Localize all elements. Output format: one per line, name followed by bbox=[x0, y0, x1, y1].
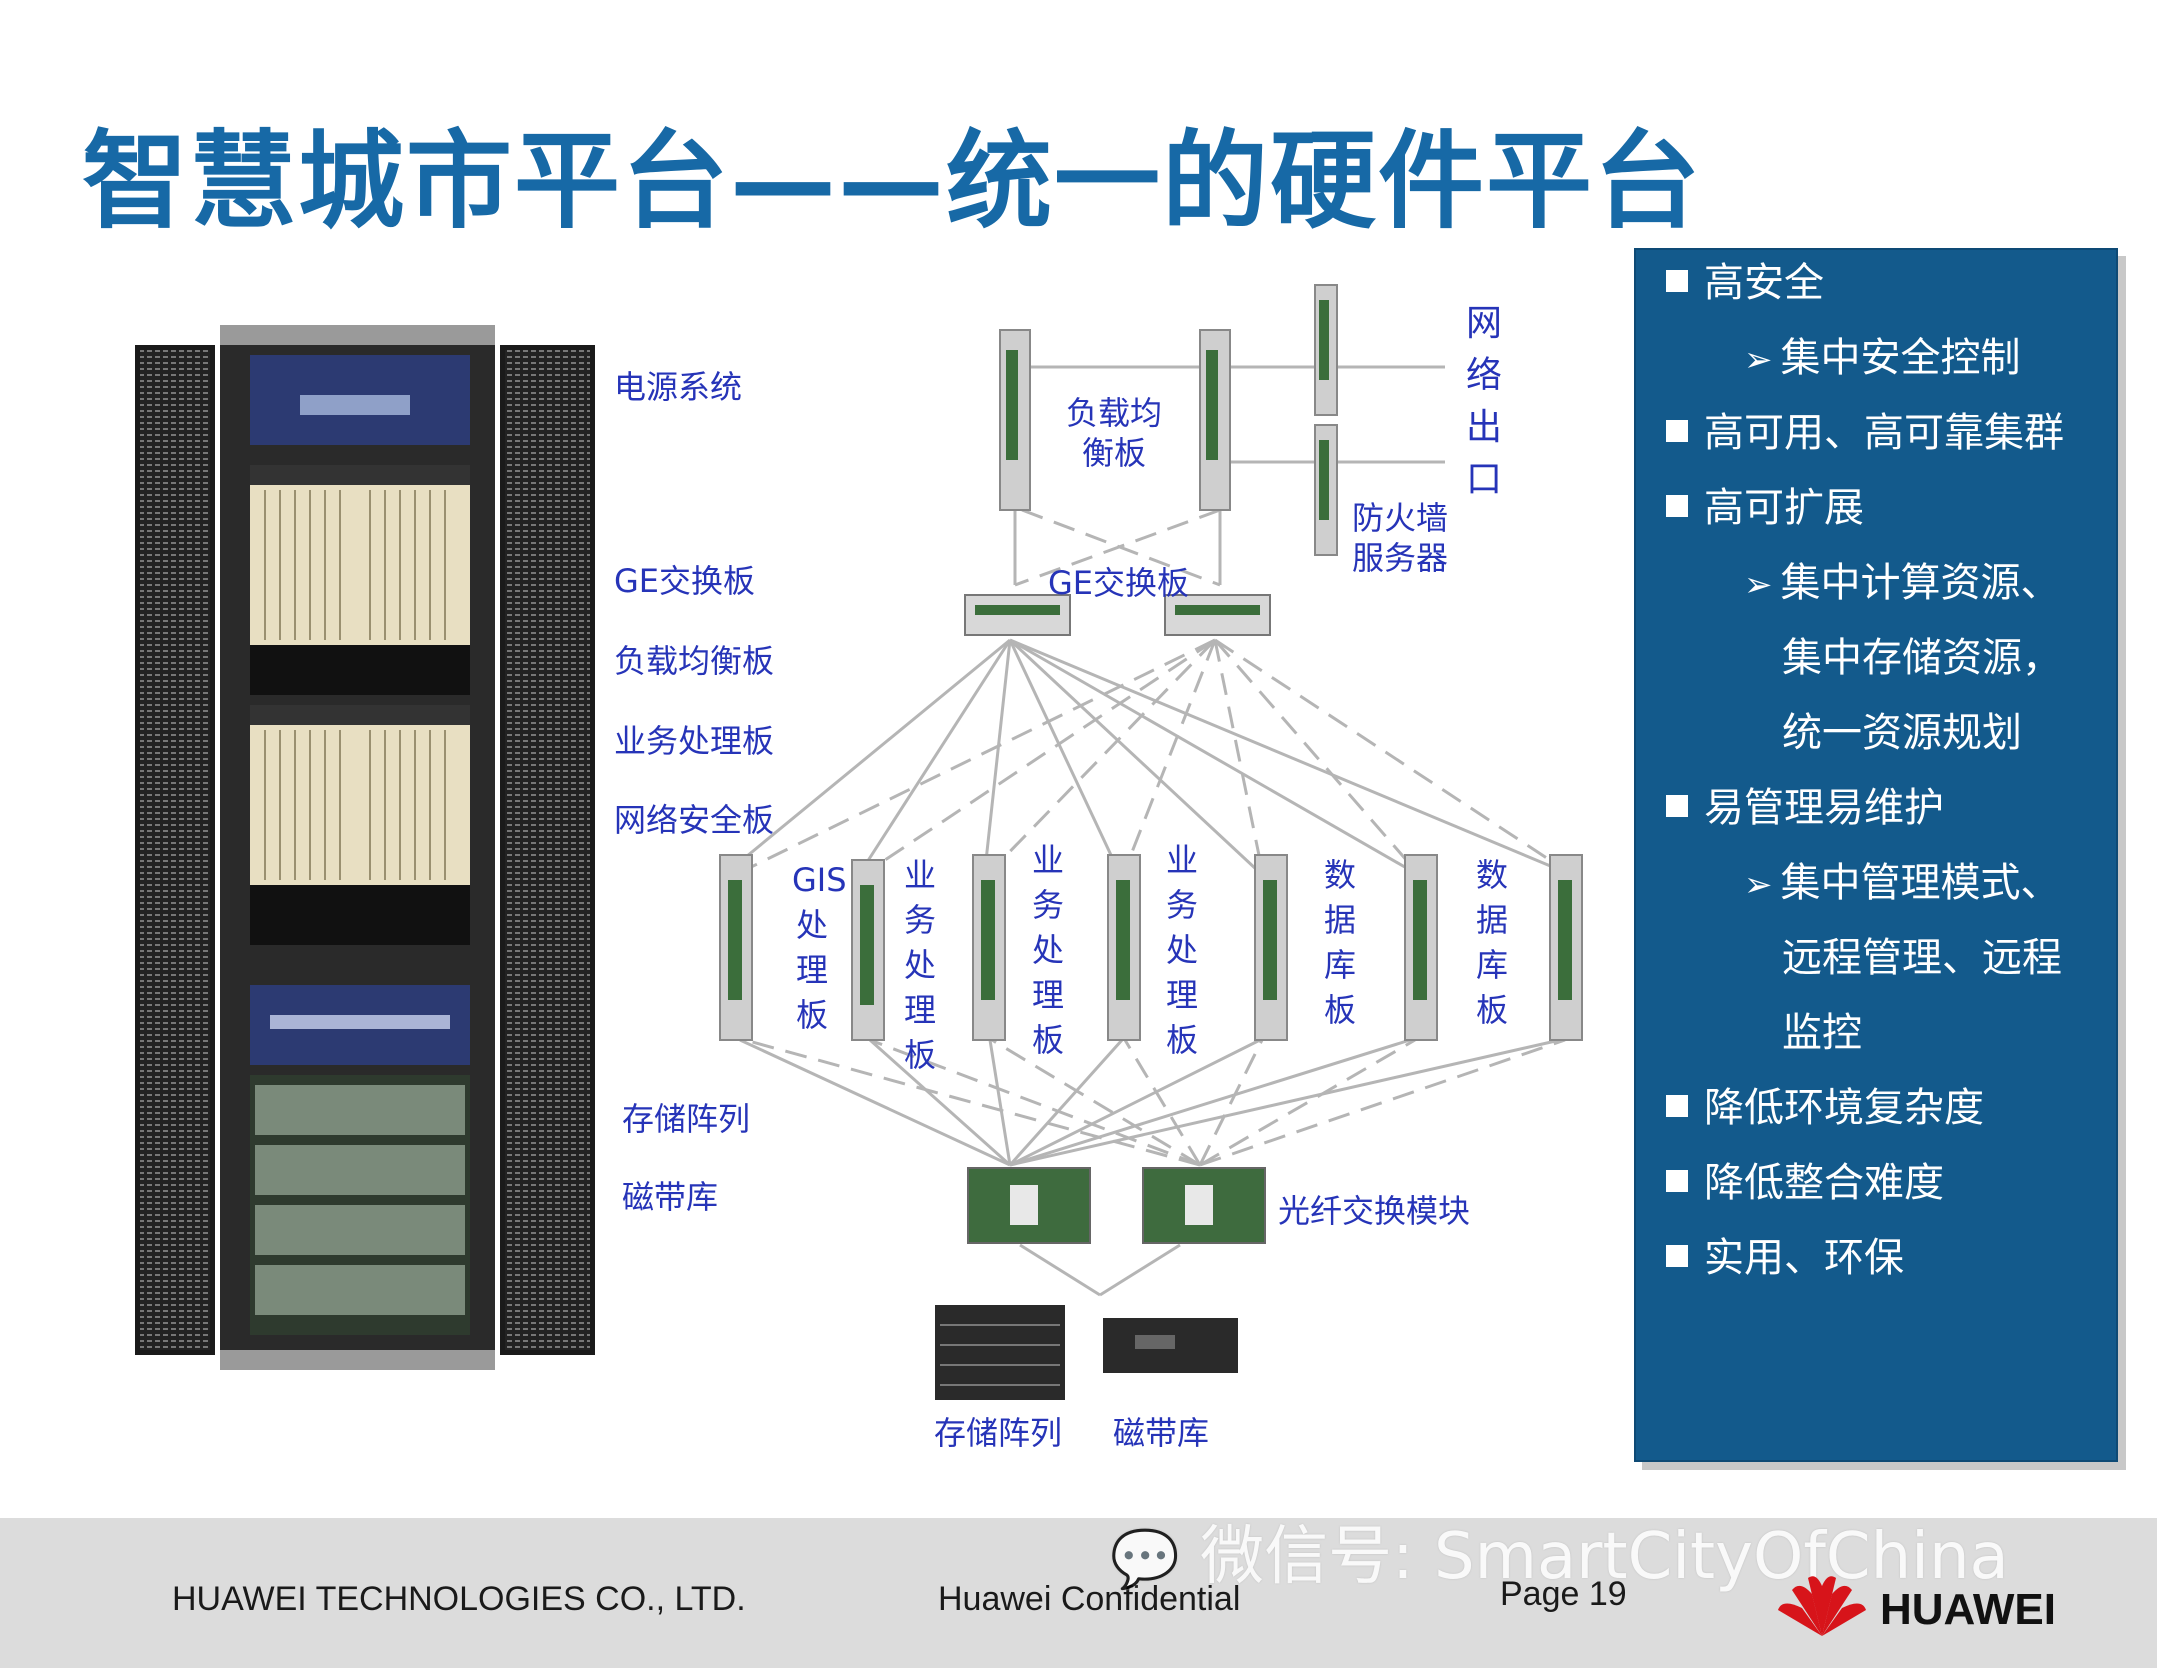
square-bullet-icon bbox=[1666, 1095, 1688, 1117]
feature-item: 实用、环保 bbox=[1666, 1225, 1904, 1283]
label-gis: GIS处理板 bbox=[792, 861, 847, 1034]
tape-library-device bbox=[1103, 1318, 1238, 1373]
feature-item-text: 高安全 bbox=[1704, 260, 1824, 306]
feature-item-text: 集中计算资源、 bbox=[1780, 560, 2061, 606]
feature-item-text: 易管理易维护 bbox=[1704, 785, 1944, 831]
square-bullet-icon bbox=[1666, 795, 1688, 817]
feature-item: 集中存储资源， bbox=[1782, 625, 2062, 683]
square-bullet-icon bbox=[1666, 1170, 1688, 1192]
label-tape-library: 磁带库 bbox=[622, 1178, 719, 1216]
feature-item-text: 集中存储资源， bbox=[1782, 635, 2062, 681]
wechat-watermark: 💬 微信号: SmartCityOfChina bbox=[1110, 1505, 2009, 1597]
huawei-logo-icon bbox=[1778, 1576, 1866, 1636]
feature-item: 降低环境复杂度 bbox=[1666, 1075, 1984, 1133]
label-diagram-load-balancer: 负载均衡板 bbox=[1065, 394, 1162, 472]
feature-item-text: 集中安全控制 bbox=[1780, 335, 2021, 381]
storage-array-device bbox=[935, 1305, 1065, 1400]
feature-item-text: 高可用、高可靠集群 bbox=[1704, 410, 2064, 456]
feature-item-text: 远程管理、远程 bbox=[1782, 935, 2062, 981]
watermark-text: 微信号: SmartCityOfChina bbox=[1200, 1520, 2009, 1594]
board-firewall bbox=[1314, 424, 1338, 556]
feature-item-text: 实用、环保 bbox=[1704, 1235, 1904, 1281]
label-load-balancer: 负载均衡板 bbox=[614, 642, 775, 680]
feature-item-text: 降低环境复杂度 bbox=[1704, 1085, 1984, 1131]
square-bullet-icon bbox=[1666, 495, 1688, 517]
feature-item: 高安全 bbox=[1666, 250, 1824, 308]
feature-item: 易管理易维护 bbox=[1666, 775, 1944, 833]
label-network-exit: 网络出口 bbox=[1465, 303, 1502, 500]
label-ge-switch: GE交换板 bbox=[614, 562, 756, 600]
label-power-system: 电源系统 bbox=[614, 368, 743, 406]
arrow-bullet-icon: ➢ bbox=[1744, 565, 1773, 605]
fiber-switch-module-2 bbox=[1142, 1167, 1266, 1244]
page-title: 智慧城市平台——统一的硬件平台 bbox=[82, 120, 1702, 243]
board-network-exit bbox=[1314, 284, 1338, 416]
footer-company: HUAWEI TECHNOLOGIES CO., LTD. bbox=[172, 1580, 746, 1618]
feature-item-text: 降低整合难度 bbox=[1704, 1160, 1944, 1206]
wechat-icon: 💬 bbox=[1110, 1527, 1180, 1592]
feature-item-text: 监控 bbox=[1782, 1010, 1862, 1056]
label-fiber-switch: 光纤交换模块 bbox=[1278, 1192, 1471, 1230]
ge-switch-1 bbox=[964, 594, 1071, 636]
label-diagram-tape: 磁带库 bbox=[1113, 1414, 1210, 1452]
label-diagram-ge-switch: GE交换板 bbox=[1048, 564, 1190, 602]
label-security-board: 网络安全板 bbox=[614, 801, 775, 839]
footer-confidential: Huawei Confidential bbox=[938, 1580, 1241, 1618]
fiber-switch-module-1 bbox=[967, 1167, 1091, 1244]
square-bullet-icon bbox=[1666, 270, 1688, 292]
label-database-1: 数据库板 bbox=[1323, 856, 1356, 1029]
feature-item: 监控 bbox=[1782, 1000, 1862, 1058]
server-cabinet-illustration bbox=[135, 325, 595, 1370]
feature-item: ➢集中计算资源、 bbox=[1744, 550, 2061, 608]
feature-item: 降低整合难度 bbox=[1666, 1150, 1944, 1208]
board-load-balancer-1 bbox=[999, 329, 1031, 511]
label-business-3: 业务处理板 bbox=[1165, 841, 1198, 1059]
arrow-bullet-icon: ➢ bbox=[1744, 865, 1773, 905]
feature-item: ➢集中安全控制 bbox=[1744, 325, 2021, 383]
label-database-2: 数据库板 bbox=[1475, 856, 1508, 1029]
feature-item-text: 高可扩展 bbox=[1704, 485, 1864, 531]
label-business-board: 业务处理板 bbox=[614, 722, 775, 760]
feature-item-text: 集中管理模式、 bbox=[1780, 860, 2061, 906]
label-firewall: 防火墙服务器 bbox=[1352, 499, 1449, 577]
feature-panel: 高安全➢集中安全控制高可用、高可靠集群高可扩展➢集中计算资源、集中存储资源，统一… bbox=[1634, 248, 2118, 1462]
feature-item: 远程管理、远程 bbox=[1782, 925, 2062, 983]
feature-item: 高可扩展 bbox=[1666, 475, 1864, 533]
label-business-1: 业务处理板 bbox=[903, 856, 936, 1074]
label-diagram-storage: 存储阵列 bbox=[934, 1414, 1063, 1452]
huawei-brand-text: HUAWEI bbox=[1880, 1585, 2056, 1634]
label-storage-array: 存储阵列 bbox=[622, 1100, 751, 1138]
ge-switch-2 bbox=[1164, 594, 1271, 636]
feature-item: ➢集中管理模式、 bbox=[1744, 850, 2061, 908]
label-business-2: 业务处理板 bbox=[1031, 841, 1064, 1059]
square-bullet-icon bbox=[1666, 420, 1688, 442]
board-load-balancer-2 bbox=[1199, 329, 1231, 511]
arrow-bullet-icon: ➢ bbox=[1744, 340, 1773, 380]
feature-item-text: 统一资源规划 bbox=[1782, 710, 2022, 756]
square-bullet-icon bbox=[1666, 1245, 1688, 1267]
footer-page-number: Page 19 bbox=[1500, 1575, 1627, 1613]
feature-item: 统一资源规划 bbox=[1782, 700, 2022, 758]
feature-item: 高可用、高可靠集群 bbox=[1666, 400, 2064, 458]
